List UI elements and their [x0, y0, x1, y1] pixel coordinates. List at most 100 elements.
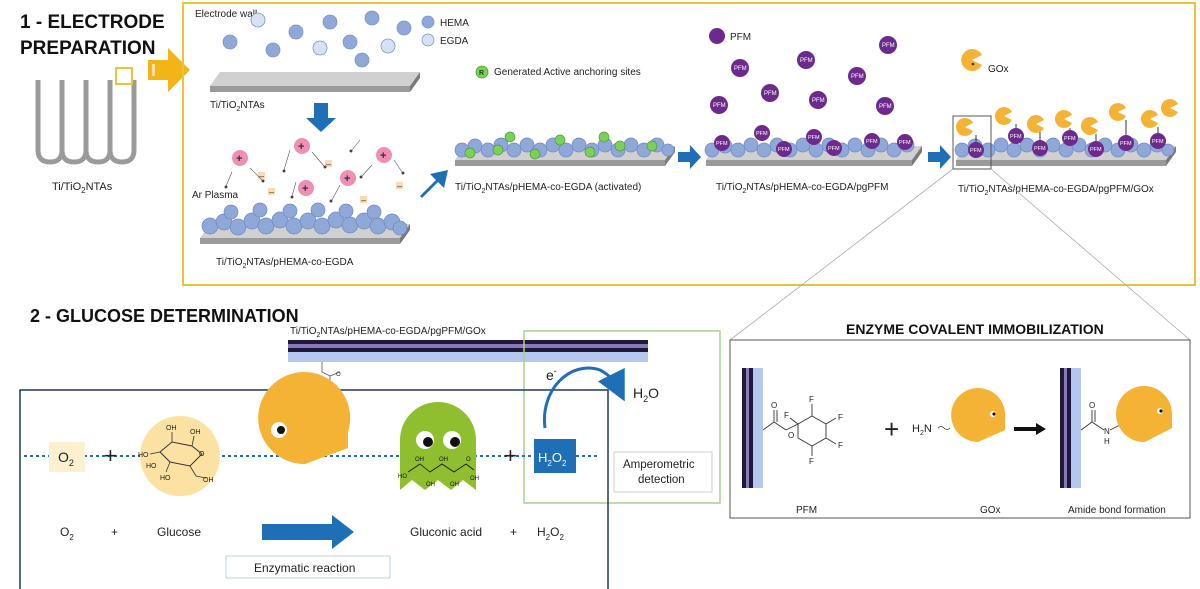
- svg-text:PFM: PFM: [730, 32, 751, 43]
- svg-text:PFM: PFM: [866, 139, 878, 145]
- svg-text:–: –: [326, 159, 331, 169]
- ar-plasma-label: Ar Plasma: [192, 190, 239, 201]
- svg-text:–: –: [259, 171, 264, 181]
- section1-title-line2: PREPARATION: [20, 38, 155, 59]
- o2-box-label: O2: [58, 449, 74, 468]
- amide-atoms: O N H: [1089, 401, 1110, 446]
- immobilization-title: ENZYME COVALENT IMMOBILIZATION: [846, 321, 1104, 337]
- reaction-gluconic: Gluconic acid: [410, 525, 482, 539]
- enzymatic-reaction-label: Enzymatic reaction: [254, 561, 355, 575]
- svg-text:OH: OH: [470, 476, 479, 482]
- amperometric-line2: detection: [638, 474, 685, 486]
- svg-text:PFM: PFM: [1090, 147, 1102, 153]
- svg-text:PFM: PFM: [970, 148, 982, 154]
- pfm-structure: [762, 404, 837, 456]
- svg-text:OH: OH: [166, 425, 177, 432]
- reaction-glucose: Glucose: [157, 525, 201, 539]
- svg-text:EGDA: EGDA: [440, 36, 469, 47]
- immobilization-panel: [729, 339, 1191, 519]
- svg-text:HEMA: HEMA: [440, 18, 469, 29]
- svg-text:OH: OH: [439, 457, 448, 463]
- immobilization-arrow: [1014, 423, 1046, 435]
- pfm-legend: PFM: [709, 28, 751, 44]
- svg-text:–: –: [361, 195, 366, 205]
- enzymatic-reaction-box: [225, 555, 391, 579]
- svg-text:PFM: PFM: [808, 135, 820, 141]
- svg-text:OH: OH: [450, 482, 459, 488]
- svg-text:PFM: PFM: [882, 43, 895, 49]
- amide-structure: [1080, 410, 1123, 431]
- o2-box: [49, 442, 85, 472]
- gox-enzyme-bound: [1116, 386, 1172, 443]
- enzyme-pacman: [258, 372, 351, 465]
- svg-text:PFM: PFM: [812, 98, 825, 104]
- section1-title-line1: 1 - ELECTRODE: [20, 12, 165, 33]
- svg-text:HO: HO: [160, 475, 171, 482]
- water-label: H2O: [633, 385, 659, 404]
- svg-text:+: +: [380, 150, 386, 162]
- svg-text:O: O: [1089, 401, 1095, 410]
- egda-legend: EGDA: [421, 33, 469, 47]
- plus-2: +: [504, 443, 517, 468]
- plus-1: +: [104, 443, 117, 468]
- svg-text:PFM: PFM: [716, 141, 728, 147]
- svg-text:PFM: PFM: [756, 131, 768, 137]
- amide-caption: Amide bond formation: [1068, 505, 1166, 516]
- wall-2: [1060, 368, 1081, 488]
- electron-curved-arrow: [542, 366, 625, 429]
- wavy-bond: [937, 426, 951, 430]
- pfm-caption: PFM: [796, 505, 817, 516]
- hema-legend: HEMA: [421, 15, 469, 29]
- electrode-plate-1: [210, 72, 420, 92]
- wall-1: [742, 368, 763, 488]
- monomer-cloud: [222, 10, 412, 68]
- nanotube-label: Ti/TiO2NTAs: [52, 181, 113, 195]
- reaction-plus-2: +: [510, 525, 517, 539]
- right-arrow-1: [678, 145, 701, 169]
- svg-text:OH: OH: [426, 482, 435, 488]
- h2n-label: H2N: [912, 423, 932, 437]
- yellow-arrow: [148, 48, 190, 92]
- svg-text:O: O: [199, 451, 205, 458]
- reaction-arrow: [262, 515, 354, 549]
- svg-text:F: F: [809, 457, 814, 466]
- svg-text:PFM: PFM: [1152, 139, 1164, 145]
- h2o2-box: [534, 439, 576, 473]
- svg-text:PFM: PFM: [1034, 146, 1046, 152]
- step1-label: Ti/TiO2NTAs: [210, 100, 265, 113]
- zoom-line-right: [990, 168, 1191, 341]
- svg-text:O: O: [336, 372, 341, 378]
- svg-text:H: H: [1104, 437, 1110, 446]
- step4-label: Ti/TiO2NTAs/pHEMA-co-EGDA/pgPFM: [716, 182, 888, 195]
- svg-text:+: +: [344, 173, 350, 185]
- svg-text:HO: HO: [398, 474, 407, 480]
- svg-text:PFM: PFM: [778, 147, 790, 153]
- active-site-markers: [464, 131, 658, 160]
- pfm-plate-4: PFM PFM PFM PFM PFM PFM PFM: [704, 125, 922, 166]
- step2-label: Ti/TiO2NTAs/pHEMA-co-EGDA: [216, 257, 354, 270]
- svg-text:F: F: [838, 413, 843, 422]
- svg-text:PFM: PFM: [828, 146, 840, 152]
- immobilization-plus: +: [884, 414, 899, 444]
- svg-text:PFM: PFM: [899, 140, 911, 146]
- svg-text:HO: HO: [146, 463, 157, 470]
- zoom-marker: [115, 67, 133, 85]
- svg-text:+: +: [236, 153, 242, 165]
- svg-text:PFM: PFM: [1010, 134, 1022, 140]
- glucose-molecule: OH OH HO HO HO OH O: [138, 416, 220, 496]
- zoom-box: [952, 115, 992, 170]
- svg-text:R: R: [479, 70, 484, 77]
- svg-text:Generated Active anchoring sit: Generated Active anchoring sites: [494, 67, 641, 78]
- svg-text:F: F: [838, 441, 843, 450]
- svg-text:+: +: [298, 141, 304, 153]
- gox-enzymes: [955, 98, 1178, 136]
- gox-legend: GOx: [961, 49, 1009, 75]
- diagonal-arrow: [420, 170, 448, 198]
- svg-text:O: O: [466, 457, 471, 463]
- polymer-film-plate-2: [200, 202, 410, 244]
- svg-text:PFM: PFM: [764, 91, 777, 97]
